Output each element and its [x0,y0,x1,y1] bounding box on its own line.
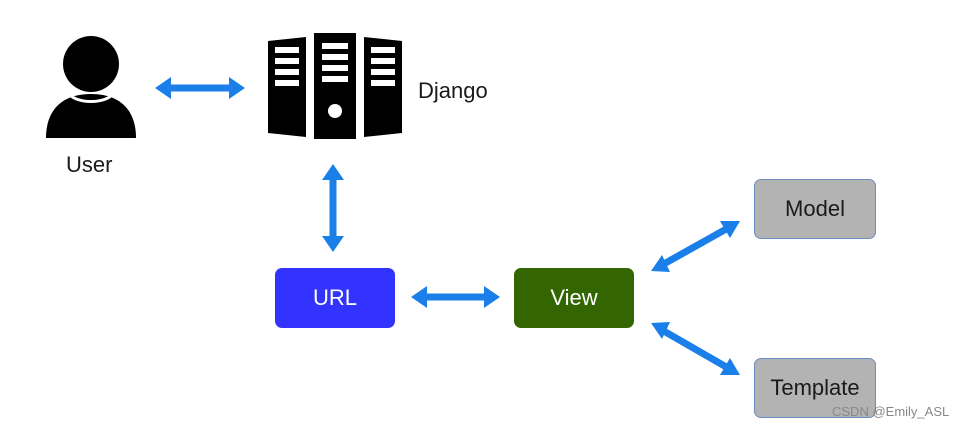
url-node-label: URL [312,285,357,310]
model-node-label: Model [785,196,845,221]
arrow-view-template [651,322,740,375]
template-node-label: Template [770,375,860,400]
model-node[interactable]: Model [754,179,876,239]
user-label: User [66,152,113,177]
template-node[interactable]: Template [754,358,876,418]
arrow-url-view [411,286,500,308]
django-label: Django [418,78,488,103]
url-node[interactable]: URL [275,268,395,328]
arrow-django-url [322,164,344,252]
arrow-view-model [651,221,740,272]
watermark: CSDN @Emily_ASL [832,404,950,419]
server-icon [268,33,402,139]
view-node-label: View [550,285,598,310]
arrow-user-django [155,77,245,99]
person-icon [46,36,136,138]
view-node[interactable]: View [514,268,634,328]
